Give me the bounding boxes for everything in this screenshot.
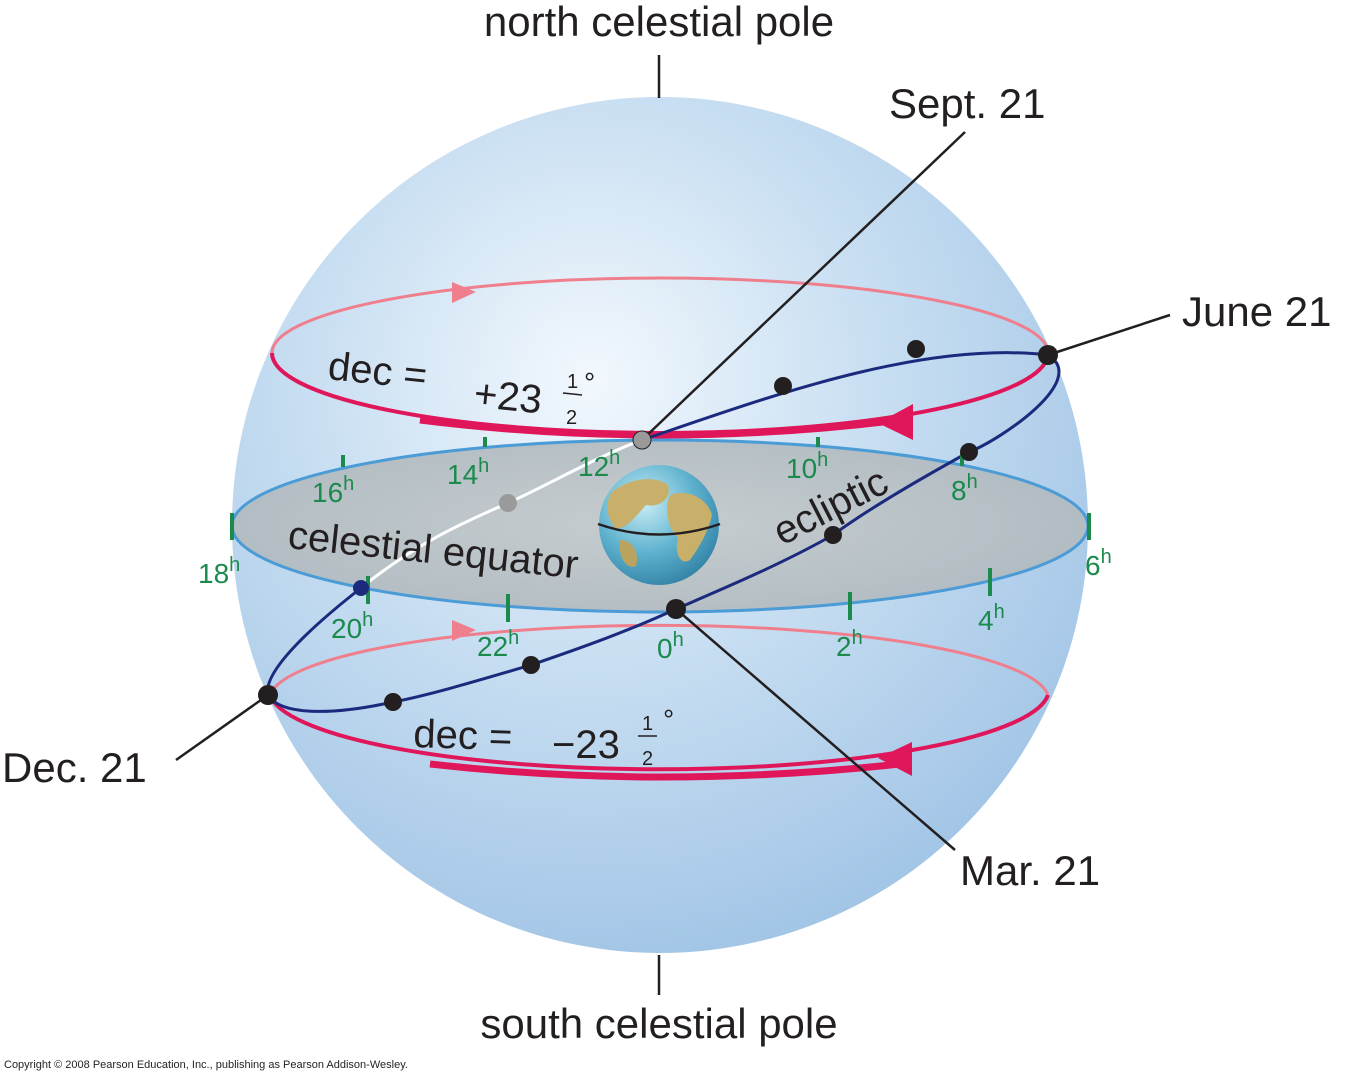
dec-plus-label: dec = +23 — [326, 344, 544, 423]
sept-leader — [641, 131, 966, 441]
ecliptic-front-upper — [641, 351, 1061, 611]
dec-plus-degree: ° — [584, 367, 595, 398]
hour-label-8: 8h — [951, 471, 978, 506]
dot-e6 — [384, 693, 402, 711]
tropic-north-arrow-front — [878, 404, 913, 440]
tropic-north-arrow-back — [452, 282, 476, 303]
dot-e2 — [774, 377, 792, 395]
dot-e3 — [960, 443, 978, 461]
hour-label-4: 4h — [978, 601, 1005, 636]
dec-plus-frac-den: 2 — [566, 407, 577, 429]
dec-plus-frac-num: 1 — [567, 371, 578, 393]
mar-label: Mar. 21 — [960, 847, 1100, 894]
tropic-south-front — [268, 694, 1050, 772]
hour-label-6: 6h — [1085, 546, 1112, 581]
dot-back-2 — [353, 580, 369, 596]
tropic-south-arrow-front — [878, 742, 912, 776]
tropic-north-back — [270, 276, 1050, 354]
south-pole-label: south celestial pole — [480, 1000, 837, 1047]
hour-label-0: 0h — [657, 629, 684, 664]
dot-e5 — [522, 656, 540, 674]
hour-label-16: 16h — [312, 473, 354, 508]
tropic-south-front-thick — [429, 760, 901, 781]
copyright-text: Copyright © 2008 Pearson Education, Inc.… — [4, 1059, 408, 1071]
hour-label-12: 12h — [578, 447, 620, 482]
dec-minus-value: −23 — [552, 723, 620, 767]
june-label: June 21 — [1182, 288, 1331, 335]
hour-label-14: 14h — [447, 455, 489, 490]
dot-e4 — [824, 526, 842, 544]
dot-e1 — [907, 340, 925, 358]
dec-leader — [175, 693, 269, 762]
dot-mar — [666, 599, 686, 619]
dec-minus-prefix: dec = — [413, 712, 513, 759]
dec-label: Dec. 21 — [2, 744, 147, 791]
svg-text:dec =: dec = — [326, 344, 429, 398]
hour-label-2: 2h — [836, 627, 863, 662]
dot-sept — [632, 430, 652, 450]
dec-minus-frac-num: 1 — [642, 713, 653, 735]
dot-june — [1038, 345, 1058, 365]
dec-plus-frac-bar — [562, 392, 583, 396]
dec-minus-frac-den: 2 — [642, 748, 653, 770]
mar-leader — [675, 608, 956, 851]
tropic-south-arrow-back — [452, 620, 476, 641]
ecliptic-dots — [258, 340, 1058, 711]
hour-label-18: 18h — [198, 554, 240, 589]
dot-dec — [258, 685, 278, 705]
tropic-south-back — [268, 623, 1050, 696]
hour-label-20: 20h — [331, 609, 373, 644]
earth-equator-ring — [597, 522, 721, 536]
sept-label: Sept. 21 — [889, 80, 1045, 127]
svg-text:+23: +23 — [472, 372, 544, 423]
earth-icon — [597, 465, 721, 585]
dec-minus-degree: ° — [663, 704, 674, 735]
hour-labels: 18h 16h 14h 12h 10h 8h 6h 20h 22h 0h 2h … — [198, 447, 1112, 664]
hour-label-10: 10h — [786, 449, 828, 484]
dot-back-1 — [499, 494, 517, 512]
hour-label-22: 22h — [477, 627, 519, 662]
june-leader — [1047, 313, 1171, 357]
north-pole-label: north celestial pole — [484, 0, 834, 45]
